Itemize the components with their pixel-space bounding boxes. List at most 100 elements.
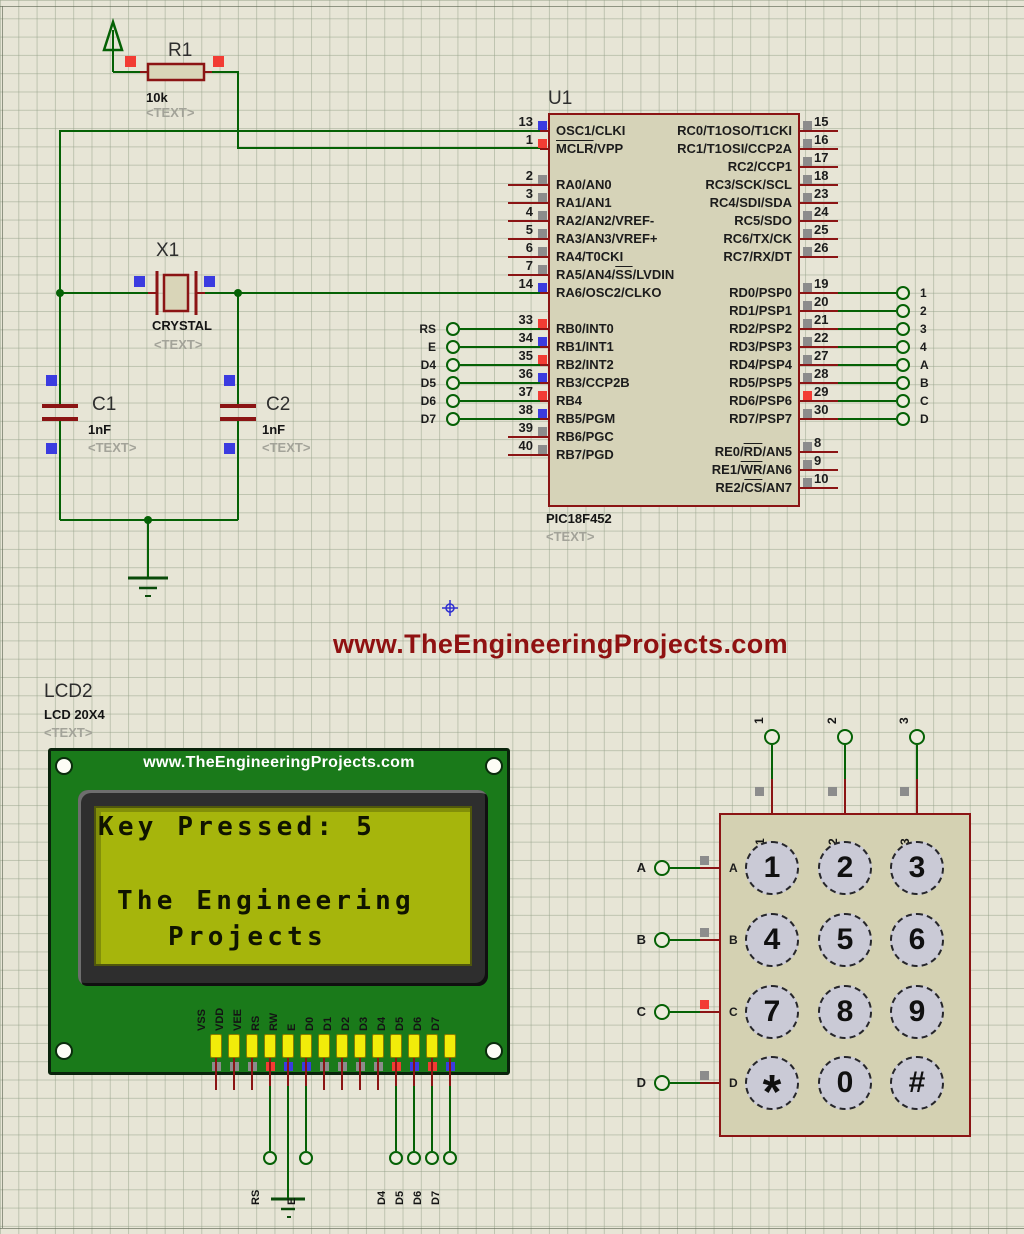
lcd-pad-VDD <box>228 1034 240 1058</box>
lcd-mounting-hole <box>55 1042 73 1060</box>
mcu-text-placeholder: <TEXT> <box>546 529 595 544</box>
keypad-key-#[interactable]: # <box>890 1056 944 1110</box>
lcd-pad-D2 <box>354 1034 366 1058</box>
terminal-wire-2 <box>838 310 896 312</box>
mcu-pin-name-18: RC3/SCK/SCL <box>705 177 792 192</box>
mcu-pin-number-7: 7 <box>525 258 533 273</box>
terminal-label-1: 1 <box>920 286 927 300</box>
keypad-row-wire-B <box>670 939 700 941</box>
lcd-pad-RS <box>264 1034 276 1058</box>
terminal-1 <box>896 286 910 300</box>
keypad-row-terminal-label-A: A <box>636 860 646 875</box>
mcu-pin-name-40: RB7/PGD <box>556 447 614 462</box>
keypad-key-5[interactable]: 5 <box>818 913 872 967</box>
lcd-pad-stub <box>377 1058 379 1090</box>
crystal-body[interactable] <box>162 273 190 313</box>
mcu-pin-stub-8 <box>800 451 838 453</box>
keypad-key-7[interactable]: 7 <box>745 985 799 1039</box>
keypad-key-2[interactable]: 2 <box>818 841 872 895</box>
watermark-text: www.TheEngineeringProjects.com <box>333 629 789 659</box>
terminal-label-C: C <box>920 394 929 408</box>
lcd-pad-stub <box>341 1058 343 1090</box>
mcu-pin-name-28: RD5/PSP5 <box>729 375 792 390</box>
lcd-pad-label-RW: RW <box>268 1012 280 1031</box>
mcu-pin-number-16: 16 <box>814 132 829 147</box>
keypad-key-6[interactable]: 6 <box>890 913 944 967</box>
keypad-key-4[interactable]: 4 <box>745 913 799 967</box>
keypad-column-terminal-label-3: 3 <box>897 717 911 724</box>
mcu-pin-name-6: RA4/T0CKI <box>556 249 624 264</box>
mcu-pin-indicator <box>803 442 812 451</box>
mcu-pin-stub-4 <box>508 220 548 222</box>
lcd-terminal-wire-D7 <box>449 1086 451 1151</box>
keypad-column-terminal-label-1: 1 <box>752 717 766 724</box>
mcu-pin-name-29: RD6/PSP6 <box>729 393 792 408</box>
mcu-pin-number-15: 15 <box>814 114 829 129</box>
keypad-key-*[interactable]: * <box>745 1056 799 1117</box>
net-indicator-square-red <box>125 56 224 67</box>
lcd-terminal-wire-D6 <box>431 1086 433 1151</box>
mcu-pin-stub-20 <box>800 310 838 312</box>
mcu-pin-name-15: RC0/T1OSO/T1CKI <box>677 123 792 138</box>
keypad-key-3[interactable]: 3 <box>890 841 944 895</box>
lcd-pad-label-RS: RS <box>250 1015 262 1031</box>
lcd-pad-label-VSS: VSS <box>196 1008 208 1031</box>
terminal-label-D4: D4 <box>376 1190 388 1205</box>
mcu-pin-number-5: 5 <box>525 222 533 237</box>
lcd-screen-line-1: Key Pressed: 5 <box>98 812 376 842</box>
mcu-pin-stub-17 <box>800 166 838 168</box>
terminal-wire-D7 <box>460 418 540 420</box>
keypad-key-1[interactable]: 1 <box>745 841 799 895</box>
terminal-D6-bottom <box>425 1151 439 1165</box>
mcu-pin-number-34: 34 <box>518 330 533 345</box>
capacitor1-value-label: 1nF <box>88 422 112 437</box>
mcu-pin-name-14: RA6/OSC2/CLKO <box>556 285 662 300</box>
mcu-pin-indicator <box>803 229 812 238</box>
terminal-label-D6: D6 <box>420 394 436 408</box>
lcd-pad-stub <box>215 1058 217 1090</box>
lcd-screen-line-3: The Engineering <box>117 886 415 916</box>
mcu-pin-stub-36 <box>540 382 548 384</box>
mcu-pin-indicator <box>538 409 547 418</box>
mcu-pin-number-10: 10 <box>814 471 829 486</box>
mcu-pin-stub-24 <box>800 220 838 222</box>
resistor-body[interactable] <box>146 62 206 82</box>
keypad-key-8[interactable]: 8 <box>818 985 872 1039</box>
keypad-row-indicator <box>700 856 709 865</box>
capacitor1-ref-label: C1 <box>92 394 117 415</box>
mcu-pin-number-9: 9 <box>814 453 822 468</box>
keypad-row-indicator <box>700 1000 709 1009</box>
mcu-pin-stub-28 <box>800 382 838 384</box>
mcu-pin-indicator <box>803 121 812 130</box>
lcd-terminal-wire-E <box>305 1086 307 1151</box>
mcu-pin-indicator <box>538 427 547 436</box>
terminal-label-2: 2 <box>920 304 927 318</box>
mcu-pin-name-24: RC5/SDO <box>734 213 792 228</box>
mcu-pin-number-8: 8 <box>814 435 822 450</box>
mcu-pin-stub-21 <box>800 328 838 330</box>
terminal-label-D5: D5 <box>394 1190 406 1205</box>
terminal-E <box>446 340 460 354</box>
mcu-body[interactable] <box>548 113 800 507</box>
lcd-pad-label-D1: D1 <box>322 1016 334 1031</box>
mcu-pin-indicator <box>538 283 547 292</box>
resistor-ref-label: R1 <box>168 40 193 61</box>
mcu-pin-indicator <box>803 355 812 364</box>
mcu-pin-number-25: 25 <box>814 222 829 237</box>
lcd-pad-D4 <box>390 1034 402 1058</box>
lcd-pad-stub <box>251 1058 253 1090</box>
mcu-pin-name-33: RB0/INT0 <box>556 321 614 336</box>
keypad-key-0[interactable]: 0 <box>818 1056 872 1110</box>
terminal-wire-4 <box>838 346 896 348</box>
sheet-border-left <box>2 6 3 1228</box>
lcd-terminal-wire-D5 <box>413 1086 415 1151</box>
keypad-column-indicator <box>755 787 764 796</box>
mcu-pin-stub-22 <box>800 346 838 348</box>
terminal-wire-1 <box>838 292 896 294</box>
keypad-row-label-B: B <box>729 933 738 947</box>
keypad-key-9[interactable]: 9 <box>890 985 944 1039</box>
lcd-pad-lead <box>395 1058 397 1086</box>
mcu-pin-name-39: RB6/PGC <box>556 429 614 444</box>
mcu-pin-name-7: RA5/AN4/SS/LVDIN <box>556 267 675 282</box>
keypad-row-terminal-label-C: C <box>636 1004 646 1019</box>
